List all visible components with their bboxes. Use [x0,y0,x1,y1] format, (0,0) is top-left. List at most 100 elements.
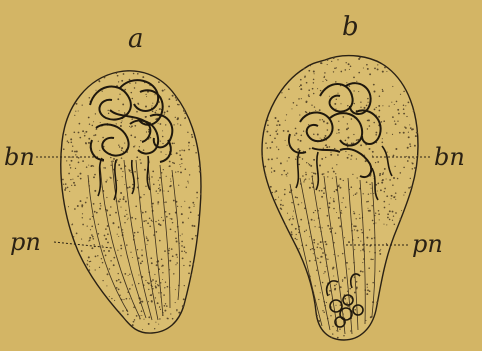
stipple-dot [125,201,127,203]
stipple-dot [382,90,384,92]
stipple-dot [394,166,395,167]
stipple-dot [292,216,293,217]
stipple-dot [161,217,162,218]
stipple-dot [350,66,352,68]
stipple-dot [160,123,162,125]
stipple-dot [337,255,338,256]
stipple-dot [308,94,309,95]
stipple-dot [147,222,149,224]
stipple-dot [375,213,376,214]
stipple-dot [313,239,315,241]
stipple-dot [113,158,115,160]
stipple-dot [353,212,355,214]
stipple-dot [107,180,108,181]
stipple-dot [169,186,171,188]
stipple-dot [98,233,100,235]
stipple-dot [140,162,142,164]
stipple-dot [188,142,190,144]
stipple-dot [162,143,163,144]
stipple-dot [131,118,133,120]
stipple-dot [74,184,76,186]
stipple-dot [78,162,80,164]
stipple-dot [360,250,361,251]
stipple-dot [340,71,342,73]
stipple-dot [85,202,87,204]
stipple-dot [319,109,321,111]
stipple-dot [274,192,275,193]
stipple-dot [333,208,335,210]
stipple-dot [122,103,124,105]
stipple-dot [173,124,174,125]
stipple-dot [334,285,336,287]
stipple-dot [104,235,106,237]
stipple-dot [183,246,185,248]
stipple-dot [188,272,190,274]
stipple-dot [162,272,163,273]
stipple-dot [299,86,300,87]
stipple-dot [416,132,418,134]
stipple-dot [129,170,131,172]
stipple-dot [78,132,80,134]
stipple-dot [308,163,309,164]
stipple-dot [358,72,360,74]
stipple-dot [89,261,90,262]
stipple-dot [188,182,189,183]
stipple-dot [85,142,87,144]
stipple-dot [150,295,151,296]
stipple-dot [409,124,410,125]
stipple-dot [354,249,355,250]
stipple-dot [97,255,98,256]
stipple-dot [165,124,166,125]
stipple-dot [374,109,376,111]
stipple-dot [124,112,125,113]
stipple-dot [381,121,383,123]
stipple-dot [181,163,182,164]
stipple-dot [69,191,70,192]
stipple-dot [417,155,418,156]
stipple-dot [177,206,178,207]
stipple-dot [389,210,391,212]
stipple-dot [126,244,127,245]
stipple-dot [316,270,317,271]
stipple-dot [365,320,366,321]
stipple-dot [181,245,183,247]
stipple-dot [166,176,167,177]
stipple-dot [298,98,300,100]
stipple-dot [321,196,323,198]
stipple-dot [379,96,380,97]
stipple-dot [303,68,305,70]
stipple-dot [90,261,91,262]
stipple-dot [346,82,347,83]
stipple-dot [190,211,192,213]
stipple-dot [96,128,98,130]
stipple-dot [322,81,323,82]
stipple-dot [134,125,136,127]
stipple-dot [197,197,198,198]
stipple-dot [308,124,309,125]
stipple-dot [308,89,310,91]
stipple-dot [324,241,326,243]
stipple-dot [94,174,96,176]
stipple-dot [322,310,323,311]
stipple-dot [305,174,307,176]
stipple-dot [400,94,401,95]
stipple-dot [137,103,139,105]
stipple-dot [313,212,314,213]
stipple-dot [295,132,297,134]
stipple-dot [281,200,282,201]
stipple-dot [306,230,307,231]
stipple-dot [295,158,296,159]
stipple-dot [88,165,89,166]
stipple-dot [330,154,332,156]
stipple-dot [384,207,386,209]
stipple-dot [327,176,328,177]
stipple-dot [300,140,302,142]
stipple-dot [411,129,413,131]
stipple-dot [343,197,344,198]
stipple-dot [129,79,131,81]
stipple-dot [336,330,337,331]
stipple-dot [184,201,185,202]
stipple-dot [177,171,178,172]
stipple-dot [311,219,313,221]
stipple-dot [410,178,411,179]
